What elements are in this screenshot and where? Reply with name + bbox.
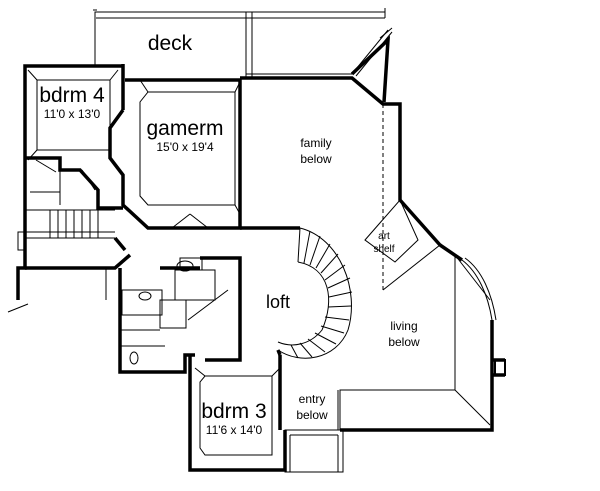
family-label-line1: family <box>300 136 331 150</box>
art-shelf-outline <box>364 199 419 263</box>
art-shelf-label-line1: art <box>378 231 390 242</box>
bdrm4-name: bdrm 4 <box>39 84 105 107</box>
family-label-line2: below <box>300 152 332 166</box>
entry-label-line2: below <box>296 408 328 422</box>
gamerm-size: 15'0 x 19'4 <box>156 140 214 154</box>
living-label-line2: below <box>388 335 420 349</box>
bdrm3-name: bdrm 3 <box>201 400 266 423</box>
bdrm4-size: 11'0 x 13'0 <box>44 107 101 121</box>
bdrm3-size: 11'6 x 14'0 <box>206 423 263 437</box>
living-label-line1: living <box>390 319 417 333</box>
thin-lines <box>7 8 497 473</box>
labels: deck bdrm 4 11'0 x 13'0 gamerm 15'0 x 19… <box>39 32 420 437</box>
art-shelf-label-line2: shelf <box>373 244 394 255</box>
deck-outline <box>94 11 385 66</box>
gamerm-name: gamerm <box>146 117 223 140</box>
loft-label: loft <box>266 292 290 312</box>
deck-label: deck <box>148 32 193 55</box>
entry-label-line1: entry <box>299 392 326 406</box>
spiral-stair <box>277 227 352 359</box>
walls <box>16 35 506 472</box>
